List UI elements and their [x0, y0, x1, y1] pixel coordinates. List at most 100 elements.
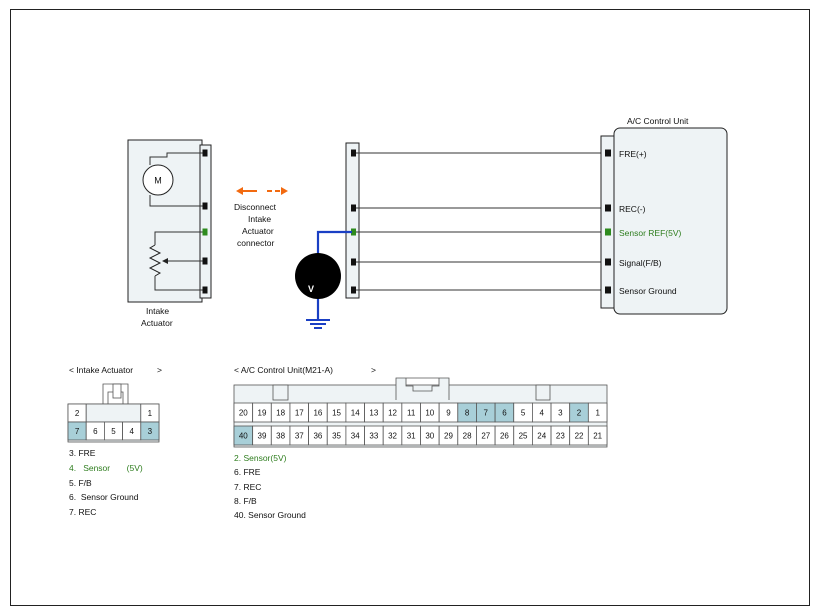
left-connector-pin-label: 4 — [129, 427, 134, 436]
left-connector-latch-tab — [112, 383, 122, 399]
ground-icon — [306, 319, 330, 329]
potentiometer-icon — [148, 244, 162, 277]
right-connector-pin-label: 34 — [351, 432, 360, 441]
acu-pin — [605, 149, 611, 157]
harness-pin-sensor — [351, 228, 356, 236]
acu-pin-label-fre: FRE(+) — [619, 149, 647, 159]
acu-body — [613, 127, 728, 315]
diagram-frame — [10, 9, 810, 606]
harness-pin — [351, 258, 356, 266]
motor-wire — [149, 152, 205, 165]
legend-left-item: 3. FRE — [69, 448, 96, 458]
right-connector-pin-label: 1 — [595, 409, 600, 418]
left-connector-pin-label: 1 — [148, 409, 153, 418]
motor-wire-bottom — [149, 195, 205, 207]
motor-label: M — [154, 176, 162, 186]
right-connector-pin-label: 32 — [388, 432, 397, 441]
right-connector-pin-label: 20 — [239, 409, 248, 418]
disconnect-label-1: Disconnect — [234, 202, 277, 212]
left-connector-cell — [140, 421, 160, 441]
actuator-pin-sensor — [202, 228, 208, 236]
right-connector-pin-label: 38 — [276, 432, 285, 441]
right-connector-pin-label: 21 — [593, 432, 602, 441]
right-connector-tab — [272, 384, 289, 401]
legend-right-item: 6. FRE — [234, 467, 261, 477]
right-connector-pin-label: 37 — [295, 432, 304, 441]
right-connector-pin-label: 24 — [537, 432, 546, 441]
actuator-connector-strip — [199, 144, 212, 299]
harness-pin — [351, 286, 356, 294]
actuator-body — [127, 139, 203, 303]
connector-left-title-end: > — [157, 365, 162, 375]
right-connector-pin-label: 35 — [332, 432, 341, 441]
intake-actuator-connector-face: 2 1 7 6 5 4 3 — [67, 383, 160, 443]
right-connector-pin-label: 23 — [556, 432, 565, 441]
acu-pin-label-signal: Signal(F/B) — [619, 258, 662, 268]
wiper-arrow-icon — [162, 258, 168, 264]
legend-right-item: 2. Sensor(5V) — [234, 453, 287, 463]
connector-right-title-end: > — [371, 365, 376, 375]
right-connector-pin-label: 2 — [577, 409, 582, 418]
motor-icon — [142, 164, 174, 196]
acu-pin-label-sensor-ref: Sensor REF(5V) — [619, 228, 682, 238]
voltmeter-label: V — [308, 284, 314, 294]
left-connector-pin-label: 3 — [148, 427, 153, 436]
connector-right-title: < A/C Control Unit(M21-A) — [234, 365, 333, 375]
left-connector-pin-label: 7 — [75, 427, 80, 436]
right-connector-pin-label: 19 — [258, 409, 267, 418]
right-connector-pin-label: 33 — [369, 432, 378, 441]
right-connector-pin-label: 17 — [295, 409, 304, 418]
acu-pin-sensor — [605, 228, 611, 236]
right-connector-pin-label: 25 — [519, 432, 528, 441]
left-connector-pin-label: 6 — [93, 427, 98, 436]
right-connector-pin-label: 13 — [369, 409, 378, 418]
legend-left-item: 7. REC — [69, 507, 97, 517]
right-connector-pin-label: 7 — [484, 409, 489, 418]
right-connector-pin-label: 15 — [332, 409, 341, 418]
actuator-pin — [202, 202, 208, 210]
harness-connector — [345, 142, 360, 299]
actuator-name-line2: Actuator — [141, 318, 173, 328]
intake-actuator: M — [127, 139, 212, 303]
right-connector-pin-label: 28 — [463, 432, 472, 441]
right-connector-pin-label: 39 — [258, 432, 267, 441]
legend-left-item: 4. Sensor (5V) — [69, 463, 143, 473]
right-connector-pin-label: 12 — [388, 409, 397, 418]
right-connector-pin-label: 26 — [500, 432, 509, 441]
acu-pin — [605, 258, 611, 266]
right-connector-pin-label: 16 — [313, 409, 322, 418]
acu-pin-label-rec: REC(-) — [619, 204, 646, 214]
right-connector-pin-label: 3 — [558, 409, 563, 418]
left-connector-pin-label: 2 — [75, 409, 80, 418]
disconnect-label-2: Intake — [248, 214, 272, 224]
right-connector-pin-label: 27 — [481, 432, 490, 441]
left-connector-pin-label: 5 — [111, 427, 116, 436]
pot-wire-bottom — [154, 276, 205, 291]
right-connector-pin-label: 10 — [425, 409, 434, 418]
right-connector-pin-label: 8 — [465, 409, 470, 418]
legend-right-item: 8. F/B — [234, 496, 257, 506]
connector-left-title: < Intake Actuator — [69, 365, 134, 375]
legend-left-item: 5. F/B — [69, 478, 92, 488]
acu-pin-label-ground: Sensor Ground — [619, 286, 677, 296]
harness-pin — [351, 204, 356, 212]
right-connector-pin-label: 9 — [446, 409, 451, 418]
legend-left-item: 6. Sensor Ground — [69, 492, 139, 502]
right-connector-pin-label: 22 — [575, 432, 584, 441]
acu-pin — [605, 204, 611, 212]
meter-probe-positive — [316, 230, 352, 254]
ac-control-unit — [600, 127, 728, 315]
actuator-name-line1: Intake — [146, 306, 170, 316]
right-connector-latch — [395, 377, 450, 400]
actuator-pin — [202, 257, 208, 265]
pot-wire-top — [154, 231, 205, 245]
right-connector-pin-label: 4 — [539, 409, 544, 418]
legend-right-item: 40. Sensor Ground — [234, 510, 306, 520]
disconnect-label-3: Actuator — [242, 226, 274, 236]
acu-title: A/C Control Unit — [627, 116, 689, 126]
right-connector-pin-label: 18 — [276, 409, 285, 418]
actuator-pin — [202, 149, 208, 157]
disconnect-arrows-icon — [236, 187, 288, 195]
